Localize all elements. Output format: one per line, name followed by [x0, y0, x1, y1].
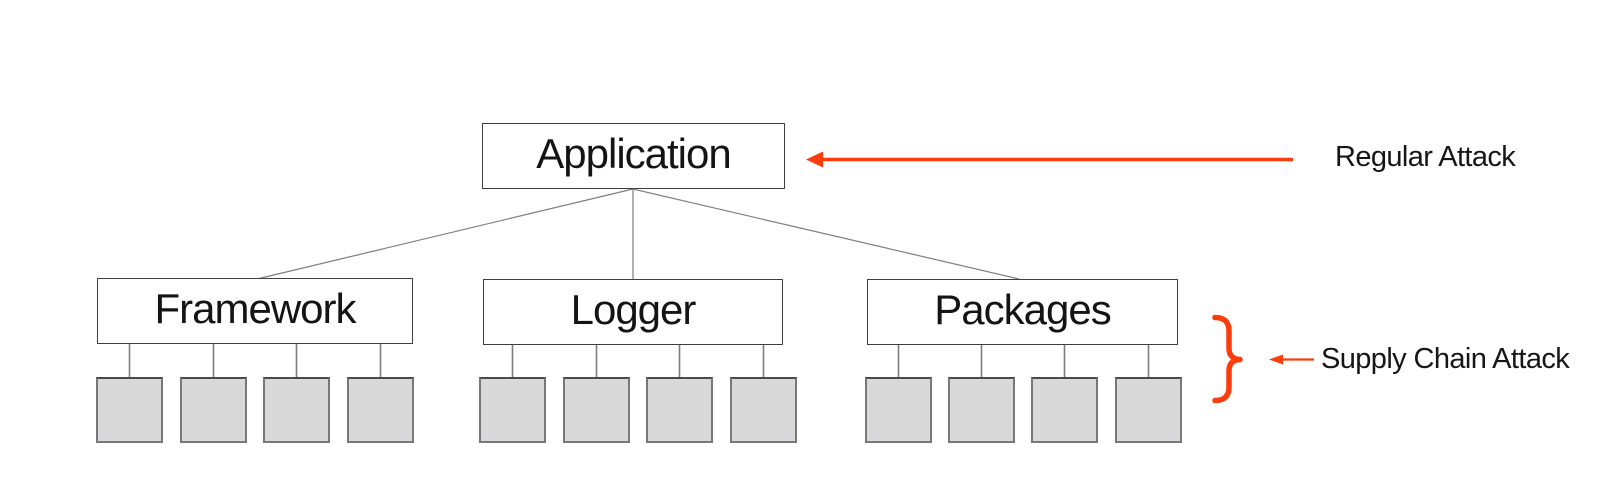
dependency-box-packages-2 [948, 377, 1015, 443]
dependency-box-logger-3 [646, 377, 713, 443]
edge-application-framework [256, 188, 634, 280]
node-framework: Framework [97, 278, 413, 344]
dependency-box-packages-4 [1115, 377, 1182, 443]
dependency-box-logger-2 [563, 377, 630, 443]
supply-chain-brace-icon [1212, 314, 1243, 404]
regular-attack-arrowhead-icon [806, 151, 823, 168]
node-packages: Packages [867, 279, 1178, 345]
dependency-box-framework-3 [263, 377, 330, 443]
dependency-box-packages-1 [865, 377, 932, 443]
dependency-box-logger-1 [479, 377, 546, 443]
edge-application-packages [632, 188, 1020, 280]
node-application: Application [482, 123, 785, 189]
dependency-box-logger-4 [730, 377, 797, 443]
dependency-box-framework-2 [180, 377, 247, 443]
supply-chain-arrowhead-icon [1269, 354, 1283, 365]
regular-attack-label: Regular Attack [1335, 141, 1516, 173]
dependency-box-framework-4 [347, 377, 414, 443]
node-logger: Logger [483, 279, 783, 345]
node-packages-label: Packages [934, 286, 1111, 333]
dependency-box-packages-3 [1031, 377, 1098, 443]
dependency-box-framework-1 [96, 377, 163, 443]
node-application-label: Application [536, 130, 731, 177]
node-framework-label: Framework [154, 285, 356, 332]
supply-chain-attack-label: Supply Chain Attack [1321, 343, 1570, 375]
regular-attack-arrow [806, 151, 1293, 168]
node-logger-label: Logger [570, 286, 697, 333]
supply-chain-attack-arrow [1269, 354, 1314, 365]
